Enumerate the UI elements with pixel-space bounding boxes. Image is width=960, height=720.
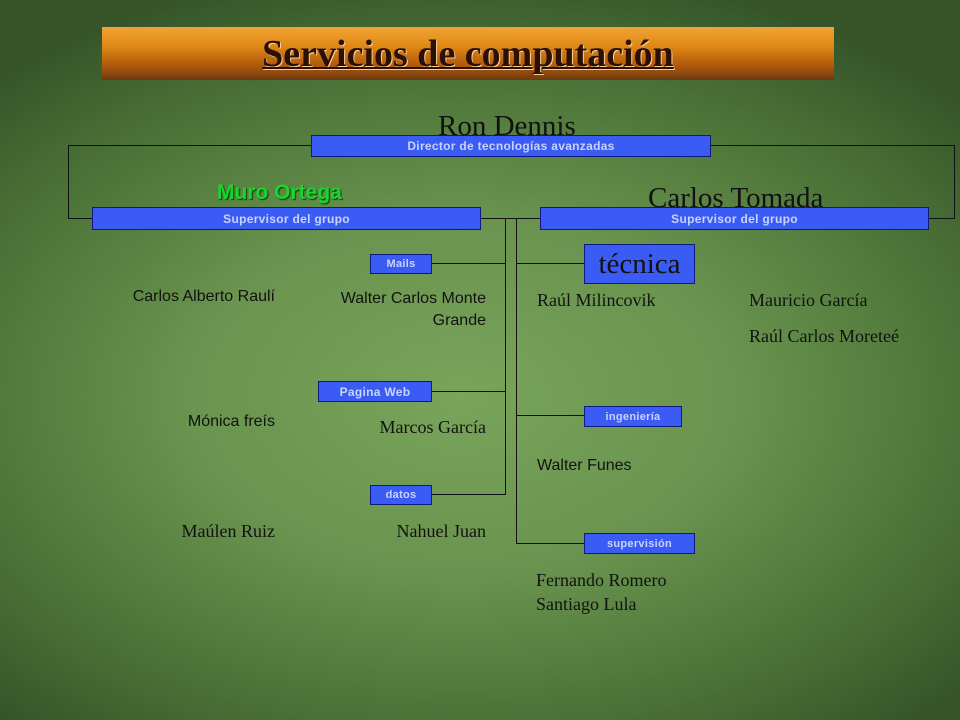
unit-datos-box: datos (370, 485, 432, 505)
connector-line (516, 218, 517, 544)
left-supervisor-name: Muro Ortega (217, 181, 342, 204)
connector-line (505, 218, 506, 494)
person-name: Marcos García (379, 417, 486, 437)
connector-line (516, 263, 584, 264)
director-role-box: Director de tecnologías avanzadas (311, 135, 711, 157)
connector-line (954, 145, 955, 218)
person-name: Santiago Lula (536, 594, 637, 614)
connector-line (68, 145, 311, 146)
connector-line (928, 218, 955, 219)
person-name: Walter Funes (537, 457, 632, 474)
connector-line (432, 263, 505, 264)
person-name: Raúl Carlos Moreteé (749, 326, 899, 346)
connector-line (432, 494, 506, 495)
unit-tecnica-box: técnica (584, 244, 695, 284)
connector-line (68, 145, 69, 218)
unit-mails-box: Mails (370, 254, 432, 274)
connector-line (481, 218, 540, 219)
person-name: Nahuel Juan (396, 521, 486, 541)
connector-line (516, 415, 584, 416)
person-name: Carlos Alberto Raulí (132, 288, 275, 305)
page-title: Servicios de computación (262, 32, 674, 75)
connector-line (68, 218, 93, 219)
connector-line (516, 543, 584, 544)
person-name: Maúlen Ruiz (181, 521, 275, 541)
unit-pagina-web-box: Pagina Web (318, 381, 432, 402)
right-supervisor-name: Carlos Tomada (648, 182, 824, 214)
connector-line (432, 391, 505, 392)
left-supervisor-role-box: Supervisor del grupo (92, 207, 481, 230)
connector-line (710, 145, 954, 146)
title-banner: Servicios de computación (102, 27, 834, 80)
person-name: Mauricio García (749, 290, 868, 310)
right-supervisor-role-box: Supervisor del grupo (540, 207, 929, 230)
unit-supervision-box: supervisión (584, 533, 695, 554)
person-name: Fernando Romero (536, 570, 667, 590)
person-name: Mónica freís (187, 413, 275, 430)
person-name: Walter Carlos Monte Grande (340, 290, 486, 329)
unit-ingenieria-box: ingeniería (584, 406, 682, 427)
person-name: Raúl Milincovik (537, 290, 656, 310)
